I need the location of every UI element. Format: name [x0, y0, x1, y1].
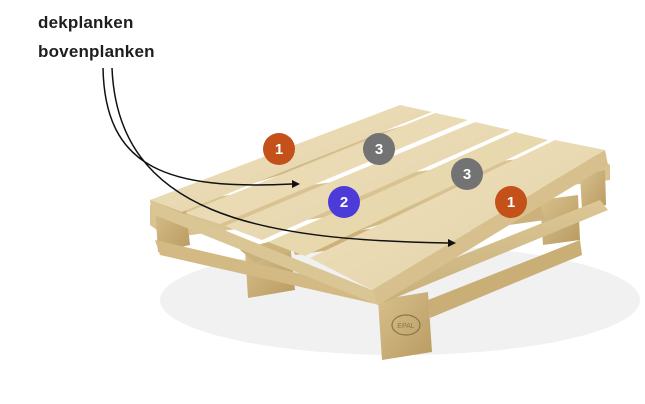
label-bovenplanken: bovenplanken: [38, 42, 155, 61]
bottom-board-front: [155, 240, 380, 305]
arrow-dekplanken: [102, 67, 293, 186]
arrow-bovenplanken: [111, 67, 449, 244]
arrow-head-1: [292, 180, 300, 188]
badge-1-right: 1: [495, 186, 527, 218]
bottom-board-right: [428, 240, 582, 318]
arrow-heads: [292, 180, 456, 247]
block-right-front: [378, 292, 432, 360]
front-plank-edge: [150, 200, 378, 305]
top-plank-5: [310, 140, 605, 290]
epal-stamp: EPAL: [391, 314, 421, 336]
badge-3-right: 3: [451, 158, 483, 190]
top-plank-2: [185, 113, 468, 224]
badge-1-left: 1: [263, 133, 295, 165]
top-plank-edge: [372, 150, 608, 305]
label-dekplanken: dekplanken: [38, 13, 134, 32]
badge-2: 2: [328, 186, 360, 218]
badge-3-top: 3: [363, 133, 395, 165]
top-plank-3: [225, 122, 510, 240]
arrow-head-2: [448, 239, 456, 247]
block-right-back: [580, 170, 606, 210]
epal-stamp-text: EPAL: [397, 323, 414, 330]
callout-lines: [102, 67, 449, 244]
